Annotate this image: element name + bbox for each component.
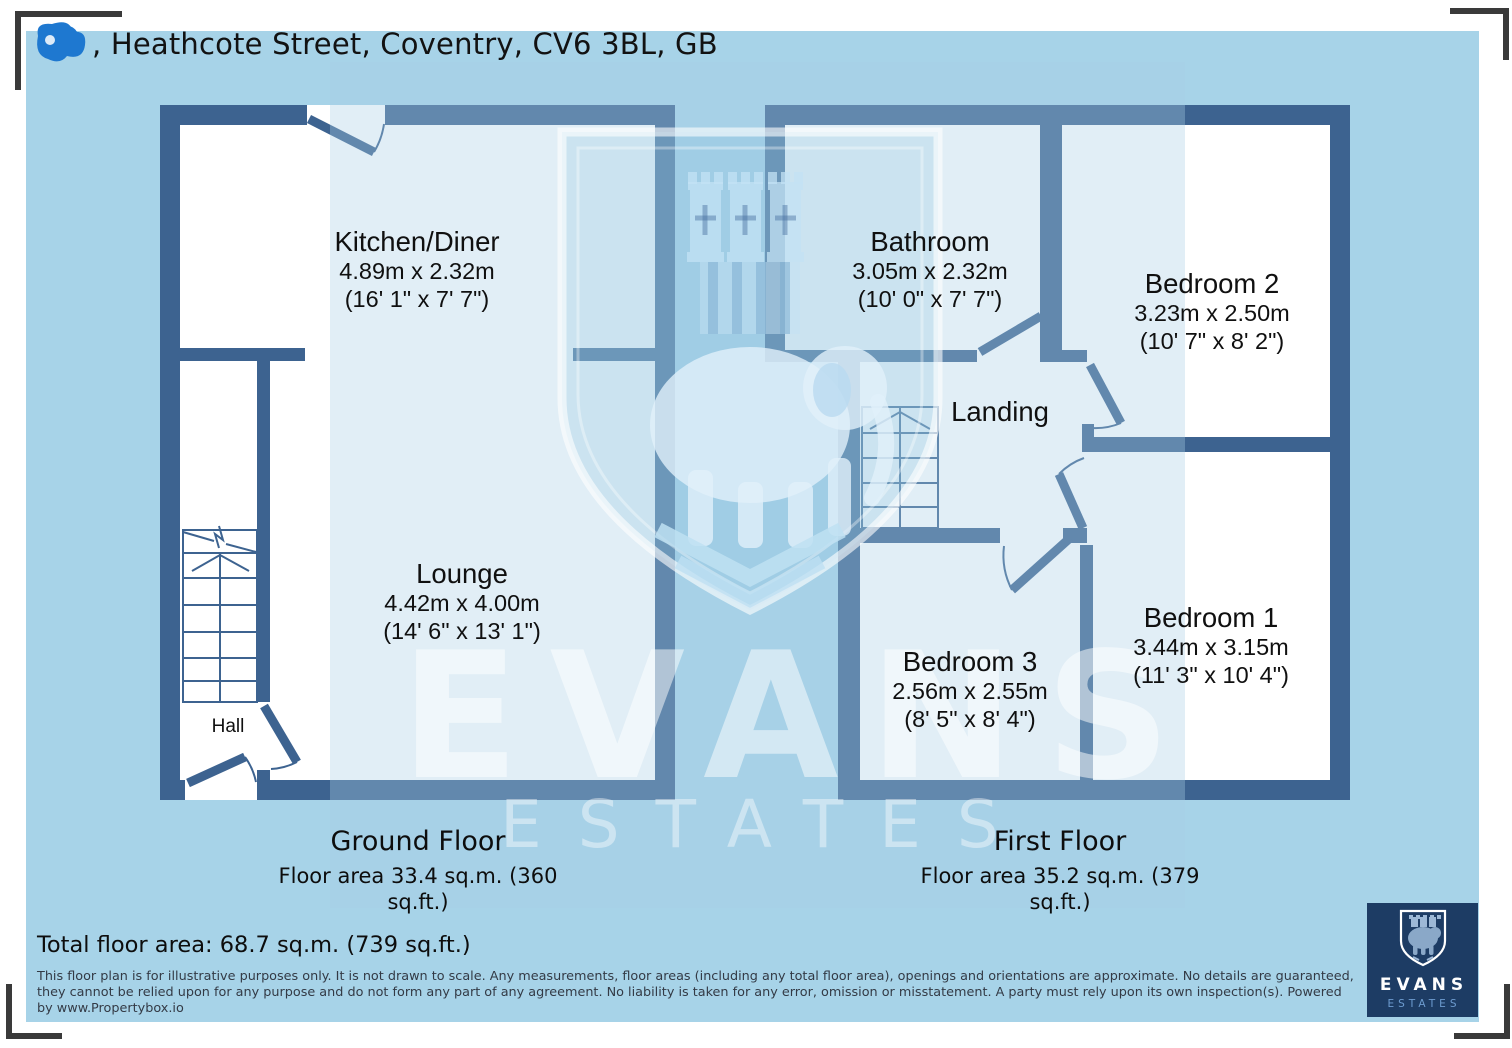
room-label-kitchen: Kitchen/Diner 4.89m x 2.32m (16' 1" x 7'… [257,226,577,313]
room-size-imperial: (8' 5" x 8' 4") [904,705,1036,732]
logo-sub-text: ESTATES [1387,998,1461,1010]
evans-estates-logo: EVANS ESTATES [1367,903,1478,1017]
room-name: Kitchen/Diner [334,226,500,257]
room-name: Bedroom 3 [902,646,1038,677]
floor-title: Ground Floor [330,826,506,857]
room-label-bedroom1: Bedroom 1 3.44m x 3.15m (11' 3" x 10' 4"… [1051,602,1371,689]
first-floor-caption: First Floor Floor area 35.2 sq.m. (379 s… [900,826,1220,915]
crop-mark-top-left-icon [15,11,122,90]
logo-shield-icon [1399,909,1447,967]
ground-floor-caption: Ground Floor Floor area 33.4 sq.m. (360 … [258,826,578,915]
room-name: Landing [951,396,1049,427]
total-floor-area-text: Total floor area: 68.7 sq.m. (739 sq.ft.… [37,932,471,958]
room-size-metric: 4.42m x 4.00m [384,590,540,616]
room-name: Bedroom 2 [1144,268,1280,299]
room-size-metric: 4.89m x 2.32m [339,258,495,284]
ground-floor-doors [186,114,385,788]
room-size-imperial: (14' 6" x 13' 1") [383,617,541,644]
room-size-imperial: (10' 7" x 8' 2") [1139,327,1285,354]
disclaimer-line: This floor plan is for illustrative purp… [37,969,1354,984]
room-label-bedroom3: Bedroom 3 2.56m x 2.55m (8' 5" x 8' 4") [810,646,1130,733]
crop-mark-bottom-right-icon [1454,984,1510,1039]
disclaimer-line: by www.Propertybox.io [37,1000,184,1016]
room-name: Bedroom 1 [1143,602,1279,633]
room-size-metric: 3.23m x 2.50m [1134,300,1290,326]
room-label-bedroom2: Bedroom 2 3.23m x 2.50m (10' 7" x 8' 2") [1052,268,1372,355]
room-size-imperial: (11' 3" x 10' 4") [1133,661,1289,688]
room-size-metric: 3.44m x 3.15m [1133,634,1289,660]
room-size-metric: 2.56m x 2.55m [892,678,1048,704]
page-title: , Heathcote Street, Coventry, CV6 3BL, G… [92,27,718,61]
room-label-hall: Hall [211,716,245,737]
room-name: Lounge [416,558,508,589]
ground-floor-stairs [182,525,258,703]
floor-area: Floor area 35.2 sq.m. (379 sq.ft.) [920,864,1200,914]
disclaimer-text: This floor plan is for illustrative purp… [37,969,1354,1016]
floor-title: First Floor [993,826,1127,857]
crop-mark-top-right-icon [1450,8,1509,60]
disclaimer-line: they cannot be relied upon for any purpo… [37,984,1342,1000]
room-label-lounge: Lounge 4.42m x 4.00m (14' 6" x 13' 1") [302,558,622,645]
crop-mark-bottom-left-icon [6,984,62,1039]
address-redaction-blob-icon [37,22,86,62]
first-floor-doors [977,312,1125,594]
room-size-imperial: (16' 1" x 7' 7") [344,285,490,312]
room-label-landing: Landing [920,396,1080,428]
logo-brand-text: EVANS [1379,975,1469,995]
floor-area: Floor area 33.4 sq.m. (360 sq.ft.) [278,864,558,914]
